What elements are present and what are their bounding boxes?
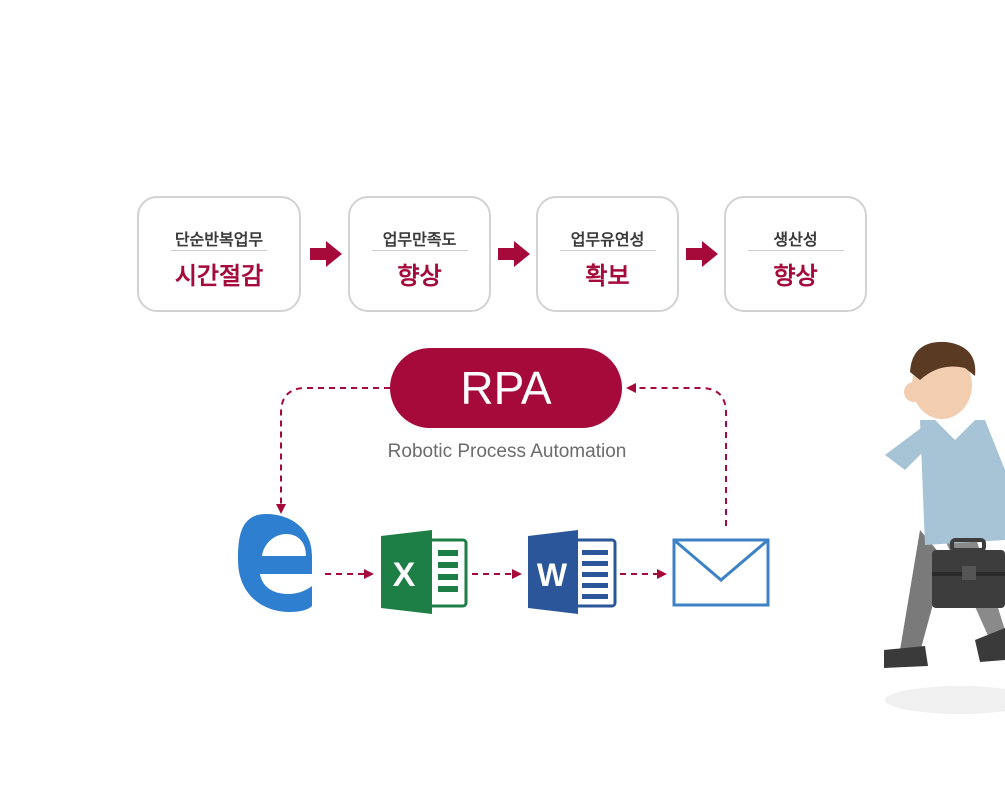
svg-text:X: X: [393, 556, 416, 594]
flow-arrow-icon: [310, 241, 342, 267]
benefit-box-time-saving: 단순반복업무 시간절감: [137, 196, 301, 312]
benefit-top-label: 단순반복업무: [174, 230, 264, 249]
flow-arrow-icon: [498, 241, 530, 267]
rpa-badge: RPA: [390, 348, 622, 428]
dashed-connector-right: [626, 383, 727, 526]
svg-text:W: W: [537, 557, 568, 593]
rpa-subtitle: Robotic Process Automation: [387, 441, 627, 462]
benefit-top-label: 업무만족도: [382, 230, 457, 249]
benefit-box-productivity: 생산성 향상: [724, 196, 867, 312]
benefit-divider: [747, 250, 844, 251]
businessman-illustration: [884, 341, 1005, 714]
benefit-top-label: 생산성: [773, 230, 818, 249]
benefit-box-flexibility: 업무유연성 확보: [536, 196, 679, 312]
benefit-box-satisfaction: 업무만족도 향상: [348, 196, 491, 312]
benefit-top-label: 업무유연성: [570, 230, 645, 249]
dashed-connector-left: [276, 387, 390, 514]
edge-browser-icon: [238, 514, 312, 612]
benefit-divider: [559, 250, 656, 251]
benefit-bottom-label: 향상: [773, 262, 818, 290]
benefit-divider: [371, 250, 468, 251]
flow-arrow-icon: [686, 241, 718, 267]
benefit-divider: [171, 250, 267, 251]
excel-icon: X: [381, 530, 468, 614]
benefit-bottom-label: 향상: [397, 262, 442, 290]
benefit-bottom-label: 시간절감: [174, 262, 264, 290]
word-icon: W: [528, 530, 617, 614]
benefit-bottom-label: 확보: [585, 262, 630, 290]
mail-icon: [672, 538, 770, 607]
